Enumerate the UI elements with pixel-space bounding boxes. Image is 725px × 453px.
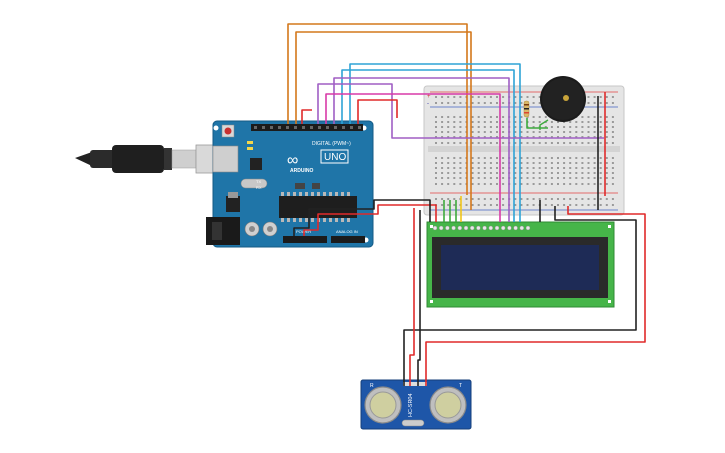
uno-badge [320,149,349,164]
wire-red-2 [301,109,312,124]
lcd-screen [441,245,599,290]
piezo-buzzer [539,76,586,130]
wire-orange-2 [295,31,472,210]
wire-red-sensor [409,208,415,386]
sensor-r-mark: R [370,383,374,389]
sensor-model-label: HC-SR04 [408,393,414,417]
power-header [283,236,327,243]
uno-label: UNO [324,152,346,163]
lcd-16x2 [426,221,615,308]
analog-header [331,236,365,243]
wires [287,23,646,386]
digital-header [251,124,363,131]
hc-sr04-ultrasonic-sensor: R T HC-SR04 [360,379,472,430]
wire-green-res [526,118,548,129]
usb-cable [75,144,237,174]
arduino-brand: ARDUINO [290,168,313,174]
atmega-chip-pins [281,192,350,222]
rail-plus-top: + [427,94,431,100]
wire-red-1 [357,99,398,124]
arduino-uno-board: DIGITAL (PWM~) TX RX POWER ANALOG IN ∞ A… [206,120,374,248]
sensor-t-mark: T [459,383,462,389]
digital-pwm-label: DIGITAL (PWM~) [312,141,351,147]
analog-in-label: ANALOG IN [336,229,358,234]
wire-black-sensor [417,210,421,386]
arduino-logo-icon: ∞ [287,152,298,169]
wire-blue-2 [341,69,515,222]
wire-orange-1 [287,23,468,195]
breadboard-holes [435,96,614,206]
lcd-pin-header [432,225,531,231]
wire-red-4 [425,206,646,386]
wire-red-3 [303,204,437,236]
wire-violet-2 [317,83,604,139]
resistor [523,100,530,118]
tx-label: TX [256,179,261,184]
rx-label: RX [256,185,262,190]
wire-magenta [325,93,501,222]
wire-violet-1 [333,77,510,222]
wire-black-1 [293,199,431,236]
rail-minus-top: - [427,101,429,107]
wire-black-2 [403,206,637,386]
